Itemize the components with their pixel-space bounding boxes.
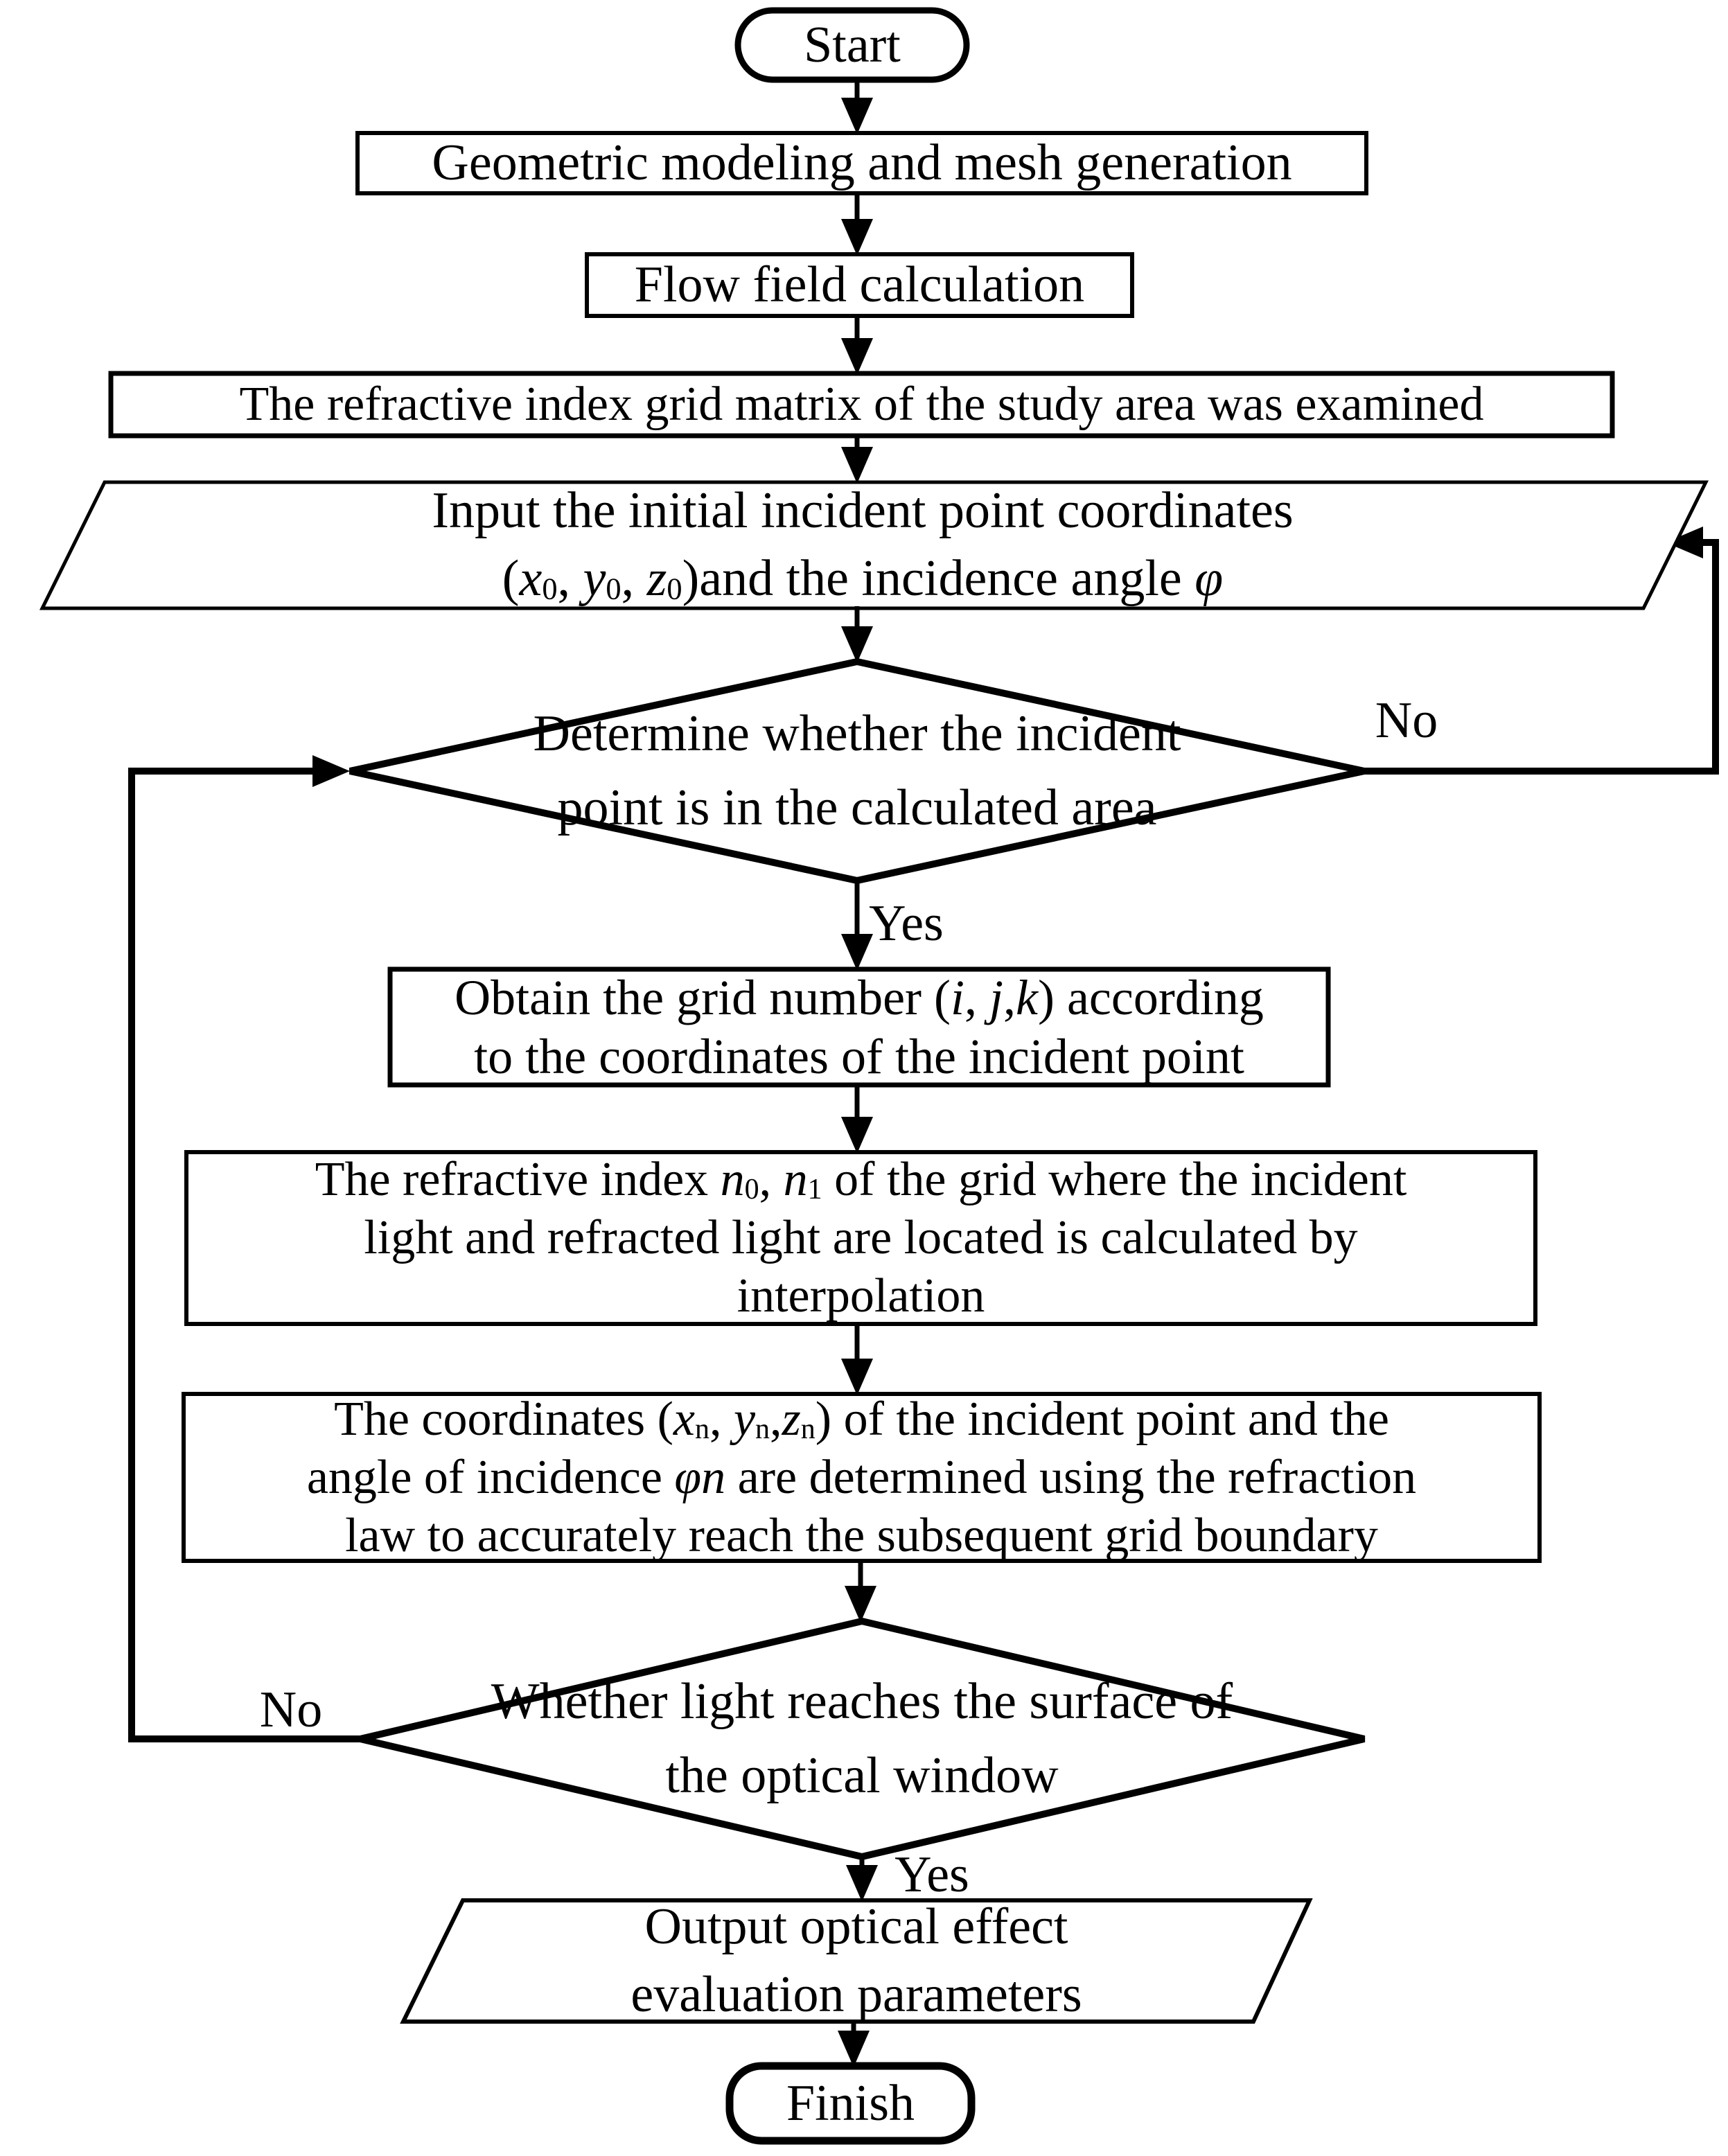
output-line-2: evaluation parameters [631,1965,1082,2023]
node-coordinates-shape [182,1392,1542,1563]
interpolation-line-1: The refractive index n0, n1 of the grid … [315,1153,1407,1206]
loop-no-left-arrowhead [312,755,350,787]
output-line-1: Output optical effect [644,1898,1068,1955]
decision-area-line-2: point is in the calculated area [557,779,1157,836]
edge-label-no-bottom: No [259,1681,323,1738]
coordinates-line-2: angle of incidence φn are determined usi… [306,1450,1417,1504]
node-grid-number-label: Obtain the grid number (i, j,k) accordin… [390,969,1328,1084]
node-grid-number-shape [387,966,1331,1088]
decision-window-line-2: the optical window [665,1747,1059,1804]
input-line-1: Input the initial incident point coordin… [432,482,1294,540]
loop-no-right-arrowhead [1666,527,1703,558]
node-input-shape [39,480,1709,610]
node-output-shape [400,1898,1313,2024]
interpolation-line-3: interpolation [737,1269,985,1323]
edge-label-no-top: No [1375,691,1438,749]
decision-window-line-1: Whether light reaches the surface of [491,1672,1233,1730]
node-flow-field-shape [585,252,1134,318]
node-output-label: Output optical effect evaluation paramet… [403,1898,1310,2023]
node-start-label: Start [804,16,901,73]
node-refractive-grid-label: The refractive index grid matrix of the … [239,378,1484,431]
loop-no-left-line [128,768,360,1742]
node-decision-area-label: Determine whether the incident point is … [337,674,1377,868]
node-decision-window-label: Whether light reaches the surface of the… [342,1642,1382,1836]
flow-arrows [851,78,865,2033]
node-geometric-shape [355,131,1368,195]
grid-number-line-1: Obtain the grid number (i, j,k) accordin… [455,969,1264,1025]
node-interpolation-label: The refractive index n0, n1 of the grid … [186,1153,1535,1323]
coordinates-line-3: law to accurately reach the subsequent g… [345,1508,1378,1562]
node-geometric-label: Geometric modeling and mesh generation [432,134,1292,192]
interpolation-line-2: light and refracted light are located is… [364,1211,1358,1264]
input-line-2: (x0, y0, z0)and the incidence angle φ [502,550,1224,607]
node-finish-shape [725,2062,976,2145]
edge-label-yes-bottom: Yes [894,1846,969,1903]
loop-no-right-line [1364,539,1719,775]
decision-area-line-1: Determine whether the incident [533,705,1181,762]
node-input-label: Input the initial incident point coordin… [90,482,1635,607]
coordinates-line-1: The coordinates (xn, yn,zn) of the incid… [334,1392,1389,1446]
node-refractive-grid-shape [108,371,1615,439]
edge-label-yes-top: Yes [869,894,944,952]
grid-number-line-2: to the coordinates of the incident point [474,1028,1244,1084]
node-start-shape [734,7,970,83]
node-interpolation-shape [184,1150,1537,1326]
flow-arrowheads [838,98,878,2067]
node-coordinates-label: The coordinates (xn, yn,zn) of the incid… [184,1393,1540,1562]
node-finish-label: Finish [786,2074,915,2132]
node-flow-field-label: Flow field calculation [634,256,1085,314]
